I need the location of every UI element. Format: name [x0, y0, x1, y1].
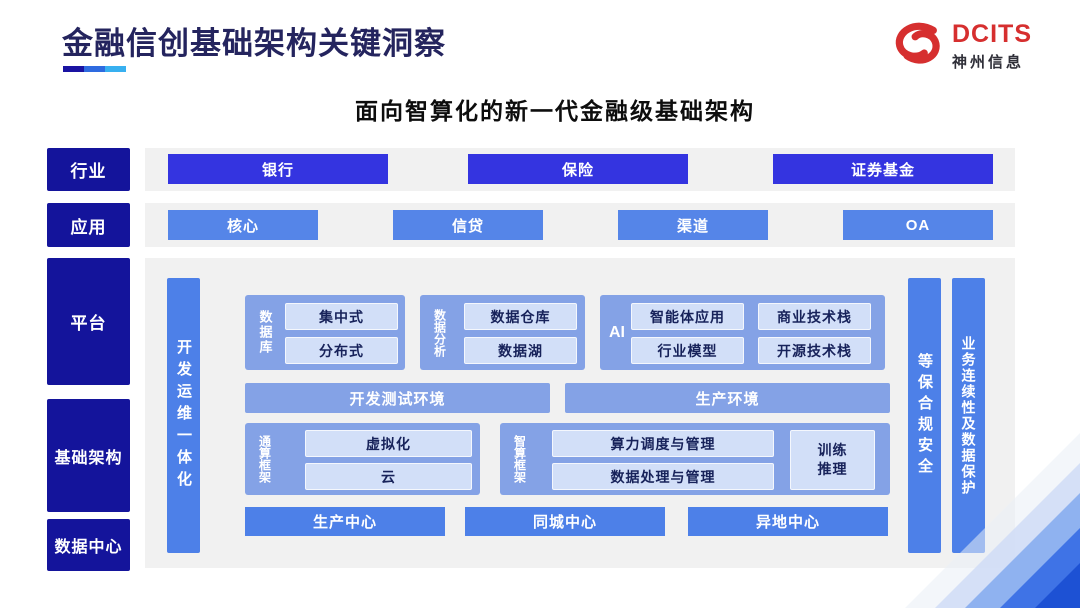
- security-compliance-bar: 等保合规安全: [908, 278, 941, 553]
- env-production: 生产环境: [565, 383, 890, 413]
- app-item-core: 核心: [168, 210, 318, 240]
- logo-brand: DCITS: [952, 20, 1032, 48]
- intelligent-item-scheduling: 算力调度与管理: [552, 430, 774, 457]
- label-platform: 平台: [47, 258, 130, 385]
- general-item-virtualization: 虚拟化: [305, 430, 472, 457]
- database-group-label: 数据库: [257, 310, 273, 355]
- app-item-credit: 信贷: [393, 210, 543, 240]
- ai-item-industry-models: 行业模型: [631, 337, 744, 364]
- underline-seg-blue: [84, 66, 105, 72]
- page-title: 金融信创基础架构关键洞察: [62, 26, 446, 61]
- dcits-swirl-icon: [888, 18, 946, 75]
- dcits-logo: DCITS 神州信息: [888, 18, 1032, 75]
- database-item-distributed: 分布式: [285, 337, 398, 364]
- ai-item-opensource-stack: 开源技术栈: [758, 337, 871, 364]
- label-application: 应用: [47, 203, 130, 247]
- general-item-cloud: 云: [305, 463, 472, 490]
- intelligent-item-train-infer: 训练 推理: [790, 430, 875, 490]
- intelligent-compute-label: 智算框架: [512, 435, 527, 483]
- diagram-title: 面向智算化的新一代金融级基础架构: [355, 98, 755, 124]
- underline-seg-cyan: [105, 66, 126, 72]
- business-continuity-bar: 业务连续性及数据保护: [952, 278, 985, 553]
- center-remote: 异地中心: [688, 507, 888, 536]
- label-industry: 行业: [47, 148, 130, 191]
- app-item-oa: OA: [843, 210, 993, 240]
- center-production: 生产中心: [245, 507, 445, 536]
- devops-bar: 开发运维一体化: [167, 278, 200, 553]
- industry-item-insurance: 保险: [468, 154, 688, 184]
- industry-item-bank: 银行: [168, 154, 388, 184]
- general-compute-label: 通算框架: [257, 435, 272, 483]
- ai-item-agent-apps: 智能体应用: [631, 303, 744, 330]
- center-same-city: 同城中心: [465, 507, 665, 536]
- title-underline: [63, 66, 126, 72]
- database-item-centralized: 集中式: [285, 303, 398, 330]
- label-infrastructure: 基础架构: [47, 399, 130, 512]
- analytics-item-warehouse: 数据仓库: [464, 303, 577, 330]
- env-dev-test: 开发测试环境: [245, 383, 550, 413]
- label-datacenter: 数据中心: [47, 519, 130, 571]
- ai-item-commercial-stack: 商业技术栈: [758, 303, 871, 330]
- intelligent-item-data-mgmt: 数据处理与管理: [552, 463, 774, 490]
- underline-seg-dark: [63, 66, 84, 72]
- analytics-group-label: 数据分析: [432, 308, 447, 357]
- analytics-item-lake: 数据湖: [464, 337, 577, 364]
- logo-company: 神州信息: [952, 54, 1025, 71]
- app-item-channel: 渠道: [618, 210, 768, 240]
- industry-item-securities: 证券基金: [773, 154, 993, 184]
- ai-group-label: AI: [609, 323, 625, 341]
